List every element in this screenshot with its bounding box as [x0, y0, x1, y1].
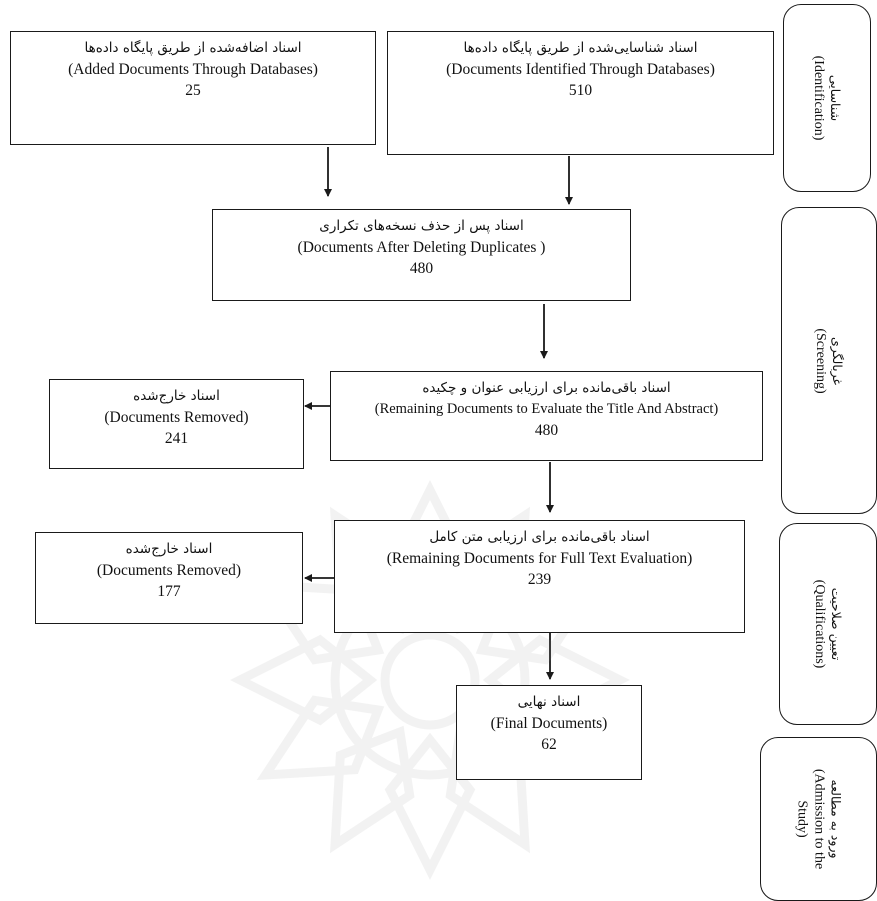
- removed-documents-count-1: 241: [164, 430, 189, 447]
- stage-admission-fa: ورود به مطالعه: [828, 779, 843, 859]
- removed-documents-fa-2: اسناد خارج‌شده: [125, 541, 213, 557]
- identified-documents-count: 510: [568, 82, 593, 99]
- stage-admission-en-line2: Study): [794, 800, 809, 838]
- stage-screening-en: (Screening): [813, 327, 828, 394]
- title-abstract-fa: اسناد باقی‌مانده برای ارزیابی عنوان و چک…: [422, 380, 671, 396]
- identified-documents-fa: اسناد شناسایی‌شده از طریق پایگاه داده‌ها: [463, 40, 698, 56]
- title-abstract-count: 480: [534, 422, 559, 439]
- removed-documents-box-2: اسناد خارج‌شده (Documents Removed) 177: [35, 532, 303, 624]
- stage-qualifications-en: (Qualifications): [812, 579, 827, 669]
- stage-screening: غربالگری (Screening): [781, 207, 877, 514]
- added-documents-en: (Added Documents Through Databases): [68, 61, 318, 78]
- stage-screening-fa: غربالگری: [830, 336, 845, 385]
- removed-documents-fa-1: اسناد خارج‌شده: [133, 388, 220, 404]
- stage-admission-en-line1: (Admission to the: [811, 768, 826, 870]
- after-duplicates-en: (Documents After Deleting Duplicates ): [297, 239, 546, 256]
- stage-qualifications: تعیین صلاحیت (Qualifications): [779, 523, 877, 725]
- removed-documents-count-2: 177: [157, 583, 181, 600]
- stage-identification-en: (Identification): [811, 55, 826, 141]
- title-abstract-box: اسناد باقی‌مانده برای ارزیابی عنوان و چک…: [330, 371, 763, 461]
- after-duplicates-count: 480: [409, 260, 434, 277]
- stage-identification: شناسایی (Identification): [783, 4, 871, 192]
- final-documents-en: (Final Documents): [490, 715, 608, 732]
- final-documents-count: 62: [541, 736, 557, 753]
- stage-qualifications-fa: تعیین صلاحیت: [829, 587, 844, 661]
- added-documents-box: اسناد اضافه‌شده از طریق پایگاه داده‌ها (…: [10, 31, 376, 145]
- removed-documents-en-1: (Documents Removed): [104, 409, 249, 426]
- stage-identification-fa: شناسایی: [828, 74, 843, 122]
- removed-documents-en-2: (Documents Removed): [96, 562, 242, 579]
- added-documents-fa: اسناد اضافه‌شده از طریق پایگاه داده‌ها: [84, 40, 302, 56]
- final-documents-box: اسناد نهایی (Final Documents) 62: [456, 685, 642, 780]
- after-duplicates-fa: اسناد پس از حذف نسخه‌های تکراری: [319, 218, 524, 234]
- final-documents-fa: اسناد نهایی: [517, 694, 581, 710]
- full-text-box: اسناد باقی‌مانده برای ارزیابی متن کامل (…: [334, 520, 745, 633]
- removed-documents-box-1: اسناد خارج‌شده (Documents Removed) 241: [49, 379, 304, 469]
- full-text-count: 239: [527, 571, 552, 588]
- after-duplicates-box: اسناد پس از حذف نسخه‌های تکراری (Documen…: [212, 209, 631, 301]
- stage-admission: ورود به مطالعه (Admission to the Study): [760, 737, 877, 901]
- added-documents-count: 25: [185, 82, 201, 99]
- full-text-en: (Remaining Documents for Full Text Evalu…: [386, 550, 693, 567]
- identified-documents-box: اسناد شناسایی‌شده از طریق پایگاه داده‌ها…: [387, 31, 774, 155]
- full-text-fa: اسناد باقی‌مانده برای ارزیابی متن کامل: [429, 529, 650, 545]
- title-abstract-en: (Remaining Documents to Evaluate the Tit…: [374, 401, 719, 417]
- identified-documents-en: (Documents Identified Through Databases): [446, 61, 715, 78]
